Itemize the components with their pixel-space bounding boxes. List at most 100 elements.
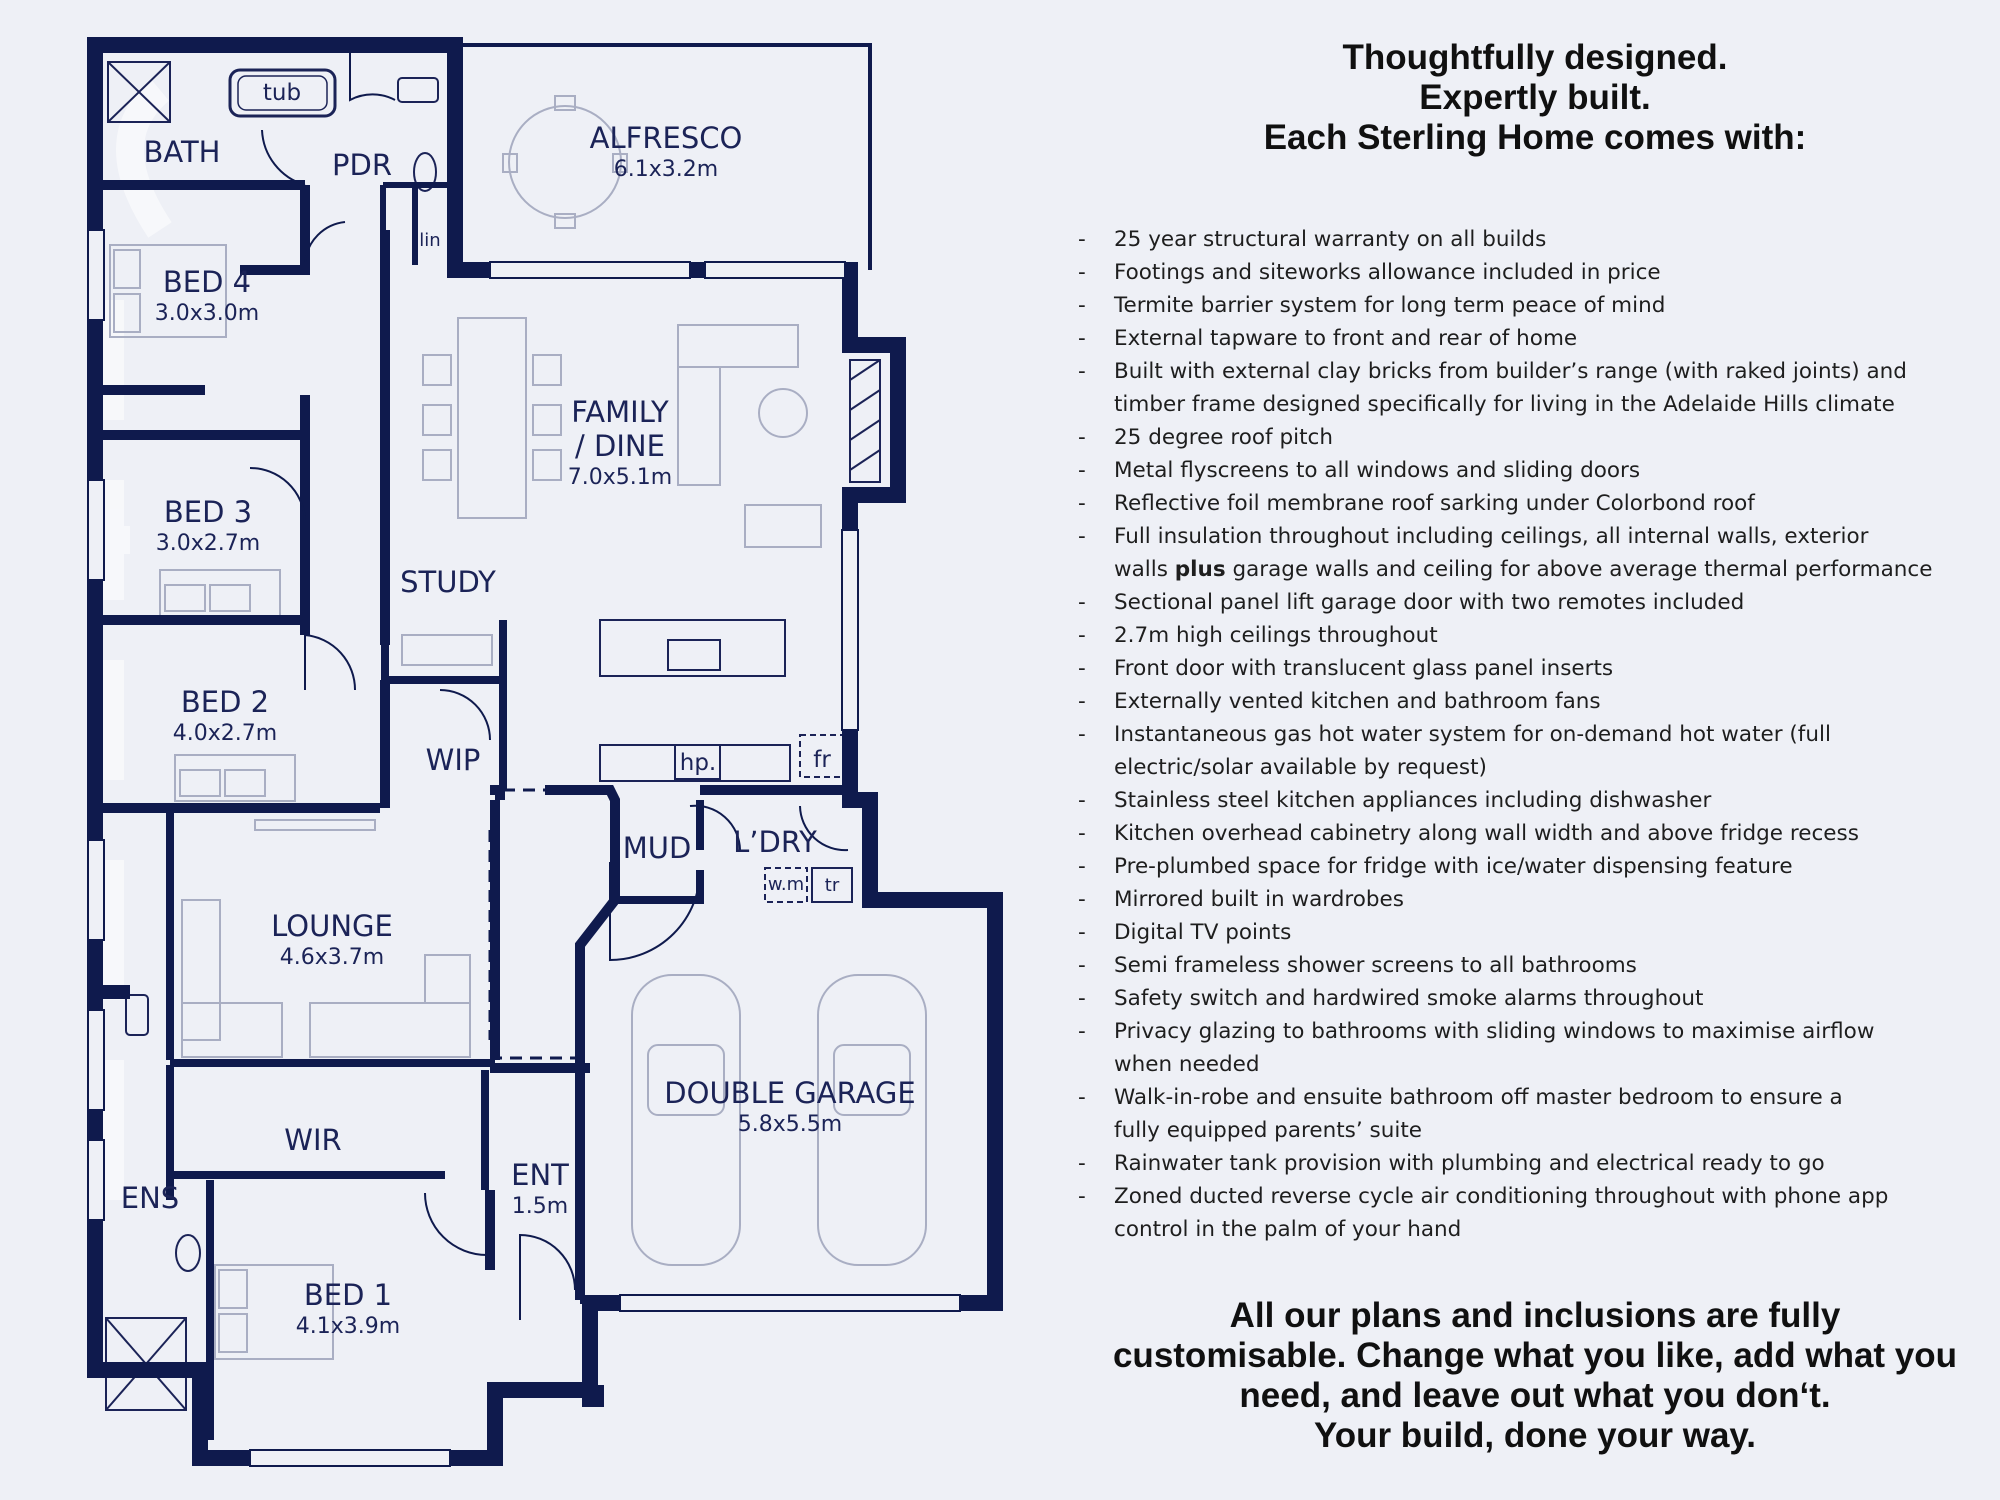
inclusion-item: -Reflective foil membrane roof sarking u… <box>1078 487 1978 520</box>
closing-line: All our plans and inclusions are fully <box>1229 1296 1841 1335</box>
bullet-dash: - <box>1078 524 1086 549</box>
room-pdr: PDR <box>332 148 392 182</box>
kitchen-island <box>599 619 786 677</box>
room-bed1: BED 1 <box>304 1278 392 1312</box>
closing-statement: All our plans and inclusions are fully c… <box>1075 1296 1995 1456</box>
inclusion-item: -Mirrored built in wardrobes <box>1078 883 1978 916</box>
room-bed3-size: 3.0x2.7m <box>156 531 260 556</box>
inclusion-item: walls plus garage walls and ceiling for … <box>1114 557 1933 582</box>
emphasis: plus <box>1174 557 1226 582</box>
bullet-dash: - <box>1078 293 1086 318</box>
room-bed1-size: 4.1x3.9m <box>296 1314 400 1339</box>
inclusion-item: -Built with external clay bricks from bu… <box>1078 355 1978 388</box>
bed2-bed-icon <box>174 754 296 802</box>
headline-line: Expertly built. <box>1419 78 1651 117</box>
washing-machine-icon <box>764 867 808 903</box>
room-family-dine: / DINE <box>575 429 665 463</box>
inclusion-item: -25 degree roof pitch <box>1078 421 1978 454</box>
room-wir: WIR <box>284 1123 341 1157</box>
headline: Thoughtfully designed. Expertly built. E… <box>1160 38 1910 158</box>
toilet-icon <box>397 77 439 103</box>
inclusion-item: -Externally vented kitchen and bathroom … <box>1078 685 1978 718</box>
room-bed4: BED 4 <box>163 265 251 299</box>
inclusion-item: -Full insulation throughout including ce… <box>1078 520 1978 553</box>
ensuite-toilet-icon <box>125 994 149 1036</box>
inclusion-item: -Front door with translucent glass panel… <box>1078 652 1978 685</box>
headline-line: Each Sterling Home comes with: <box>1263 118 1807 157</box>
room-bed2-size: 4.0x2.7m <box>173 721 277 746</box>
bullet-dash: - <box>1078 788 1086 813</box>
fireplace-icon <box>849 359 881 483</box>
openings <box>488 788 595 1060</box>
fridge-label: fr <box>813 747 831 773</box>
room-bath: BATH <box>143 135 220 169</box>
inclusion-item: -Metal flyscreens to all windows and sli… <box>1078 454 1978 487</box>
linen-label: lin <box>419 230 440 251</box>
bullet-dash: - <box>1078 623 1086 648</box>
washing-machine-label: w.m <box>768 874 804 895</box>
windows <box>87 229 961 1467</box>
inclusion-item: control in the palm of your hand <box>1114 1217 1462 1242</box>
bullet-dash: - <box>1078 920 1086 945</box>
car-icon <box>631 974 741 1266</box>
bed3-bed-icon <box>159 569 281 617</box>
room-garage: DOUBLE GARAGE <box>664 1076 915 1110</box>
inclusion-item: -Digital TV points <box>1078 916 1978 949</box>
bullet-dash: - <box>1078 821 1086 846</box>
trough-label: tr <box>825 875 840 896</box>
bullet-dash: - <box>1078 227 1086 252</box>
inclusion-item: -Safety switch and hardwired smoke alarm… <box>1078 982 1978 1015</box>
inclusion-item: -25 year structural warranty on all buil… <box>1078 223 1978 256</box>
bullet-dash: - <box>1078 854 1086 879</box>
bullet-dash: - <box>1078 1151 1086 1176</box>
room-bed4-size: 3.0x3.0m <box>155 301 259 326</box>
inclusion-item: -Privacy glazing to bathrooms with slidi… <box>1078 1015 1978 1048</box>
bullet-dash: - <box>1078 326 1086 351</box>
room-ent-size: 1.5m <box>512 1194 568 1219</box>
family-sofa-icon <box>677 324 822 548</box>
dining-table-icon <box>422 317 562 519</box>
inclusions-list: -25 year structural warranty on all buil… <box>1078 223 1978 1246</box>
room-garage-size: 5.8x5.5m <box>738 1112 842 1137</box>
bed4-bed-icon <box>109 244 227 338</box>
inclusion-item: timber frame designed specifically for l… <box>1114 392 1895 417</box>
bullet-dash: - <box>1078 887 1086 912</box>
inclusion-item: -Instantaneous gas hot water system for … <box>1078 718 1978 751</box>
bullet-dash: - <box>1078 491 1086 516</box>
inclusion-item: -Kitchen overhead cabinetry along wall w… <box>1078 817 1978 850</box>
bullet-dash: - <box>1078 359 1086 384</box>
study-desk <box>401 634 493 666</box>
bullet-dash: - <box>1078 458 1086 483</box>
room-wip: WIP <box>426 743 481 777</box>
closing-line: customisable. Change what you like, add … <box>1112 1336 1958 1375</box>
bullet-dash: - <box>1078 656 1086 681</box>
car-icon <box>817 974 927 1266</box>
inclusion-item: -Stainless steel kitchen appliances incl… <box>1078 784 1978 817</box>
closing-line: Your build, done your way. <box>1313 1416 1757 1455</box>
tub-label: tub <box>263 80 301 106</box>
room-family-size: 7.0x5.1m <box>568 465 672 490</box>
headline-line: Thoughtfully designed. <box>1342 38 1728 77</box>
closing-line: need, and leave out what you don‘t. <box>1239 1376 1831 1415</box>
bullet-dash: - <box>1078 1085 1086 1110</box>
room-alfresco: ALFRESCO <box>590 121 743 155</box>
bullet-dash: - <box>1078 1184 1086 1209</box>
inclusion-item: -Rainwater tank provision with plumbing … <box>1078 1147 1978 1180</box>
room-lounge: LOUNGE <box>271 909 393 943</box>
room-mud: MUD <box>623 831 692 865</box>
bullet-dash: - <box>1078 425 1086 450</box>
inclusion-item: when needed <box>1114 1052 1260 1077</box>
room-lounge-size: 4.6x3.7m <box>280 945 384 970</box>
bullet-dash: - <box>1078 722 1086 747</box>
room-ent: ENT <box>511 1158 569 1192</box>
inclusion-item: -External tapware to front and rear of h… <box>1078 322 1978 355</box>
kitchen-bench <box>599 744 791 782</box>
walls <box>87 37 1003 1466</box>
bathtub-icon <box>228 68 337 118</box>
sink-icon <box>667 639 721 671</box>
doors <box>249 50 849 1320</box>
inclusion-item: fully equipped parents’ suite <box>1114 1118 1422 1143</box>
room-laundry: L’DRY <box>733 825 817 859</box>
bullet-dash: - <box>1078 260 1086 285</box>
inclusion-item: -Zoned ducted reverse cycle air conditio… <box>1078 1180 1978 1213</box>
